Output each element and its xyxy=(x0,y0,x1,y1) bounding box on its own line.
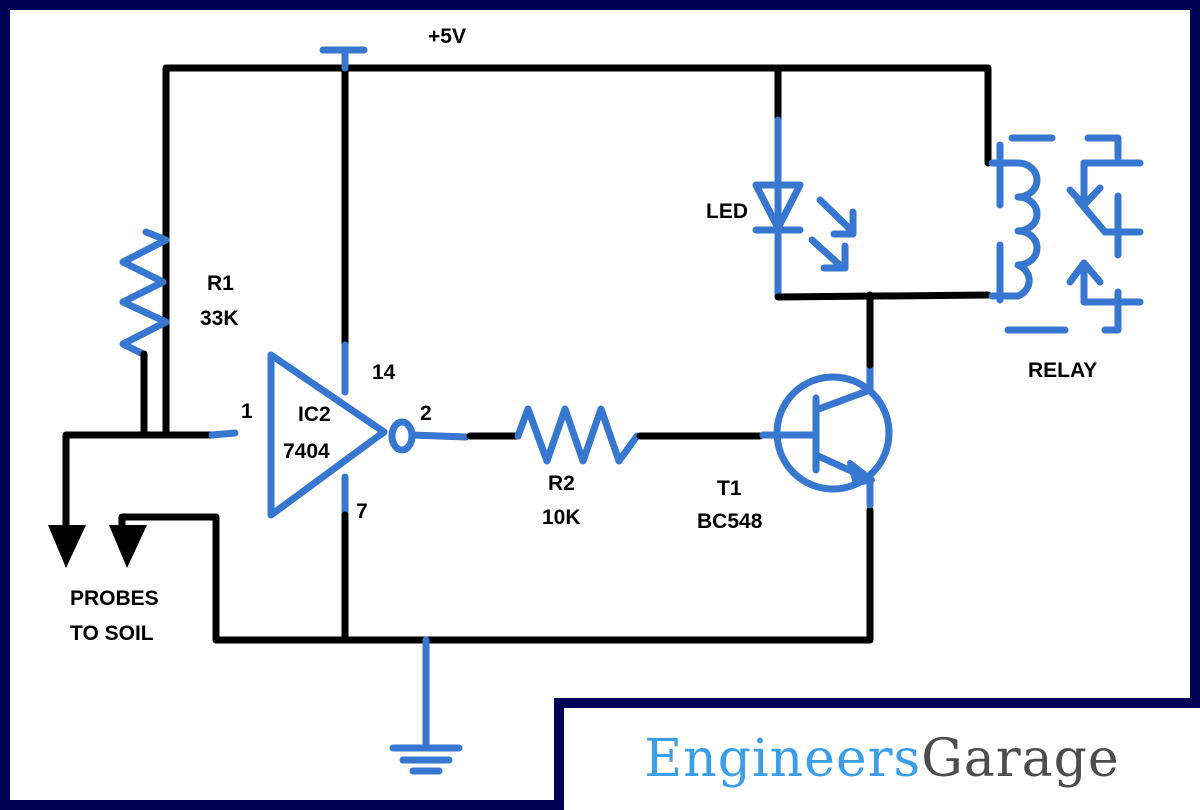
logo-text-garage: Garage xyxy=(921,729,1120,789)
t1-part-label: BC548 xyxy=(697,510,763,533)
pin-7-label: 7 xyxy=(356,500,368,523)
probes-label-line2: TO SOIL xyxy=(70,622,154,645)
t1-name-label: T1 xyxy=(717,477,742,500)
vcc-label: +5V xyxy=(428,25,466,48)
resistor-r2 xyxy=(514,405,641,465)
pin-14-label: 14 xyxy=(372,361,396,384)
probes-label-line1: PROBES xyxy=(70,587,159,610)
transistor-t1 xyxy=(759,361,893,509)
pin-2-label: 2 xyxy=(420,402,432,425)
relay-contacts xyxy=(1004,134,1144,334)
ic-name-label: IC2 xyxy=(298,403,331,426)
pin-1-label: 1 xyxy=(241,400,253,423)
supply-rail xyxy=(162,64,992,439)
probe-arrow-1 xyxy=(48,525,86,568)
r1-name-label: R1 xyxy=(207,272,234,295)
inverter-ic2 xyxy=(267,341,470,519)
relay xyxy=(988,134,1144,334)
led xyxy=(752,116,857,299)
logo-text-engineers: Engineers xyxy=(644,729,922,789)
r2-value-label: 10K xyxy=(542,506,581,529)
light-arrows-icon xyxy=(808,196,857,272)
r2-name-label: R2 xyxy=(548,472,575,495)
probe-arrows xyxy=(48,506,874,644)
ground-symbol xyxy=(389,636,463,775)
relay-label: RELAY xyxy=(1028,359,1097,382)
probe-arrow-2 xyxy=(109,525,147,568)
resistor-r1 xyxy=(119,228,170,358)
input-wiring xyxy=(62,396,239,532)
r1-value-label: 33K xyxy=(200,307,239,330)
vcc-symbol xyxy=(319,46,368,72)
led-label: LED xyxy=(706,200,748,223)
